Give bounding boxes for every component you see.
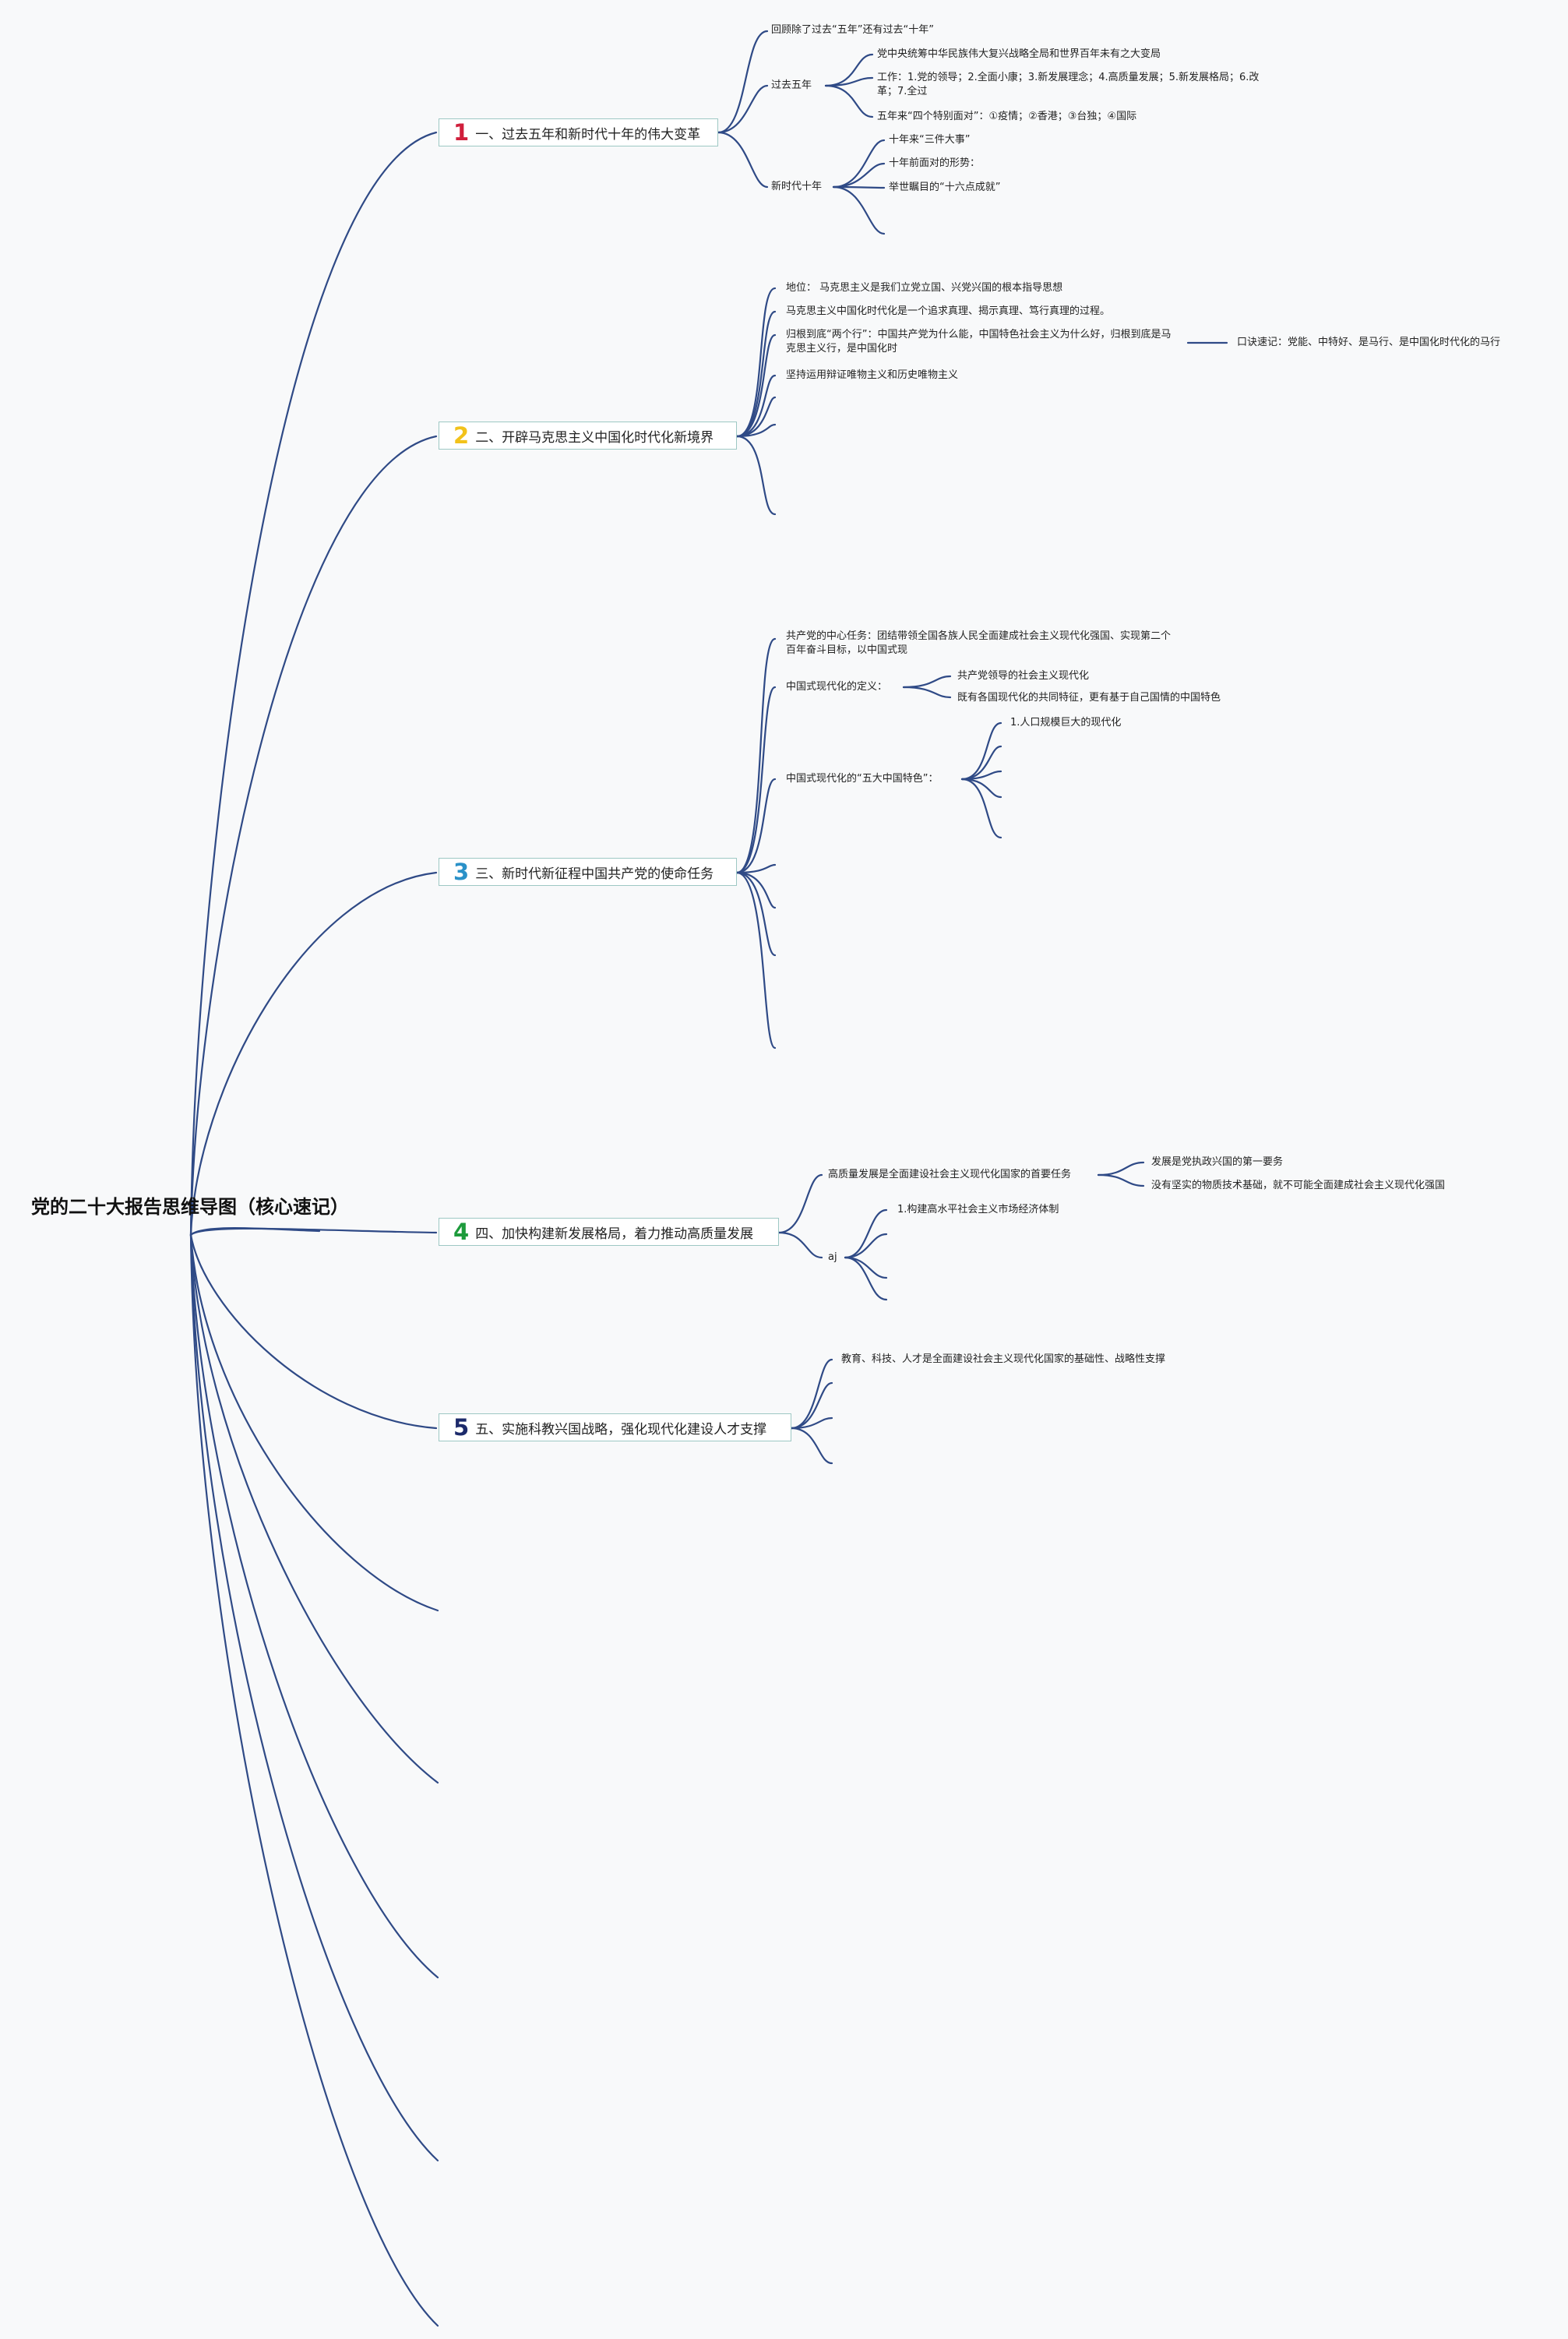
connector-line	[1097, 1161, 1145, 1177]
connector-line	[790, 1416, 833, 1430]
connector-line	[824, 84, 874, 118]
connector-line	[717, 131, 769, 189]
connector-line	[189, 131, 438, 1237]
connector-line	[189, 1227, 438, 1237]
topic-number: 1	[453, 119, 470, 146]
topic-number: 5	[453, 1414, 470, 1441]
topic-5[interactable]: 5 五、实施科教兴国战略，强化现代化建设人才支撑	[439, 1413, 791, 1441]
connector-line	[735, 333, 777, 438]
topic-label: 五、实施科教兴国战略，强化现代化建设人才支撑	[475, 1421, 767, 1438]
connector-line	[717, 30, 769, 134]
connector-line	[960, 721, 1002, 781]
connector-line	[844, 1233, 888, 1259]
topic-3[interactable]: 3 三、新时代新征程中国共产党的使命任务	[439, 858, 737, 886]
connector-line	[735, 871, 777, 1050]
topic-label: 二、开辟马克思主义中国化时代化新境界	[475, 429, 714, 446]
topic-label: 四、加快构建新发展格局，着力推动高质量发展	[475, 1226, 754, 1242]
node-text: aj	[828, 1251, 837, 1263]
connector-line	[735, 871, 777, 909]
connector-line	[902, 675, 952, 689]
connector-line	[832, 162, 886, 189]
connector-line	[189, 1233, 439, 1979]
node-text: 举世瞩目的“十六点成就”	[889, 182, 1001, 193]
topic-4[interactable]: 4 四、加快构建新发展格局，着力推动高质量发展	[439, 1218, 779, 1246]
node-text: 坚持运用辩证唯物主义和历史唯物主义	[786, 369, 959, 381]
node-text: 1.人口规模巨大的现代化	[1010, 717, 1122, 729]
node-text: 地位： 马克思主义是我们立党立国、兴党兴国的根本指导思想	[786, 282, 1063, 294]
connector-line	[735, 310, 777, 438]
connector-line	[824, 53, 874, 87]
topic-label: 一、过去五年和新时代十年的伟大变革	[475, 126, 701, 143]
node-text: 中国式现代化的“五大中国特色”：	[786, 773, 939, 785]
node-text: 发展是党执政兴国的第一要务	[1151, 1156, 1284, 1168]
connector-line	[735, 374, 777, 438]
topic-label: 三、新时代新征程中国共产党的使命任务	[475, 866, 714, 882]
node-text: 十年来“三件大事”	[889, 134, 971, 146]
node-text: 高质量发展是全面建设社会主义现代化国家的首要任务	[828, 1169, 1072, 1180]
topic-2[interactable]: 2 二、开辟马克思主义中国化时代化新境界	[439, 422, 737, 450]
connector-line	[735, 423, 777, 438]
connector-line	[960, 778, 1002, 839]
node-text: 工作：1.党的领导；2.全面小康；3.新发展理念；4.高质量发展；5.新发展格局…	[877, 72, 1260, 97]
connector-line	[189, 1233, 439, 2327]
node-text: 口诀速记：党能、中特好、是马行、是中国化时代化的马行	[1237, 337, 1501, 348]
node-text: 新时代十年	[771, 181, 823, 192]
topic-number: 3	[453, 859, 470, 885]
node-text: 1.构建高水平社会主义市场经济体制	[897, 1204, 1059, 1215]
connector-line	[189, 1233, 438, 1430]
connector-line	[790, 1358, 833, 1430]
node-text: 十年前面对的形势：	[889, 157, 981, 169]
node-text: 过去五年	[771, 79, 812, 91]
connector-line	[735, 871, 777, 957]
topic-number: 2	[453, 422, 470, 449]
connector-line	[735, 686, 777, 874]
connector-line	[189, 1227, 321, 1237]
connector-line	[832, 185, 886, 189]
node-text: 党中央统筹中华民族伟大复兴战略全局和世界百年未有之大变局	[877, 48, 1161, 60]
node-text: 回顾除了过去“五年”还有过去“十年”	[771, 24, 934, 36]
node-text: 共产党的中心任务：团结带领全国各族人民全面建成社会主义现代化强国、实现第二个百年…	[786, 630, 1172, 656]
connector-line	[735, 637, 777, 874]
node-text: 中国式现代化的定义：	[786, 681, 888, 693]
topic-number: 4	[453, 1219, 470, 1245]
node-text: 五年来“四个特别面对”：①疫情；②香港；③台独；④国际	[877, 111, 1137, 122]
node-text: 共产党领导的社会主义现代化	[957, 670, 1090, 682]
connector-line	[717, 84, 769, 134]
node-text: 教育、科技、人才是全面建设社会主义现代化国家的基础性、战略性支撑	[841, 1353, 1166, 1365]
connector-line	[902, 686, 952, 699]
node-text: 既有各国现代化的共同特征，更有基于自己国情的中国特色	[957, 692, 1221, 704]
connector-line	[735, 435, 777, 516]
connector-line	[189, 1233, 439, 1784]
connector-line	[824, 76, 874, 87]
node-text: 没有坚实的物质技术基础，就不可能全面建成社会主义现代化强国	[1151, 1180, 1446, 1191]
connector-line	[790, 1381, 833, 1430]
connector-line	[189, 871, 438, 1237]
connector-line	[844, 1208, 888, 1259]
connector-line	[790, 1427, 833, 1465]
connector-line	[777, 1173, 823, 1234]
root-title: 党的二十大报告思维导图（核心速记）	[31, 1196, 349, 1218]
connector-line	[189, 1233, 439, 1612]
topic-1[interactable]: 1 一、过去五年和新时代十年的伟大变革	[439, 118, 718, 146]
connector-line	[189, 435, 438, 1237]
connector-line	[1097, 1173, 1145, 1187]
node-text: 马克思主义中国化时代化是一个追求真理、揭示真理、笃行真理的过程。	[786, 305, 1111, 317]
connector-line	[777, 1231, 823, 1259]
connector-line	[189, 1233, 439, 2162]
node-text: 归根到底“两个行”：中国共产党为什么能，中国特色社会主义为什么好，归根到底是马克…	[786, 329, 1172, 355]
connector-line	[844, 1256, 888, 1301]
connector-line	[832, 185, 886, 235]
connector-line	[735, 778, 777, 874]
